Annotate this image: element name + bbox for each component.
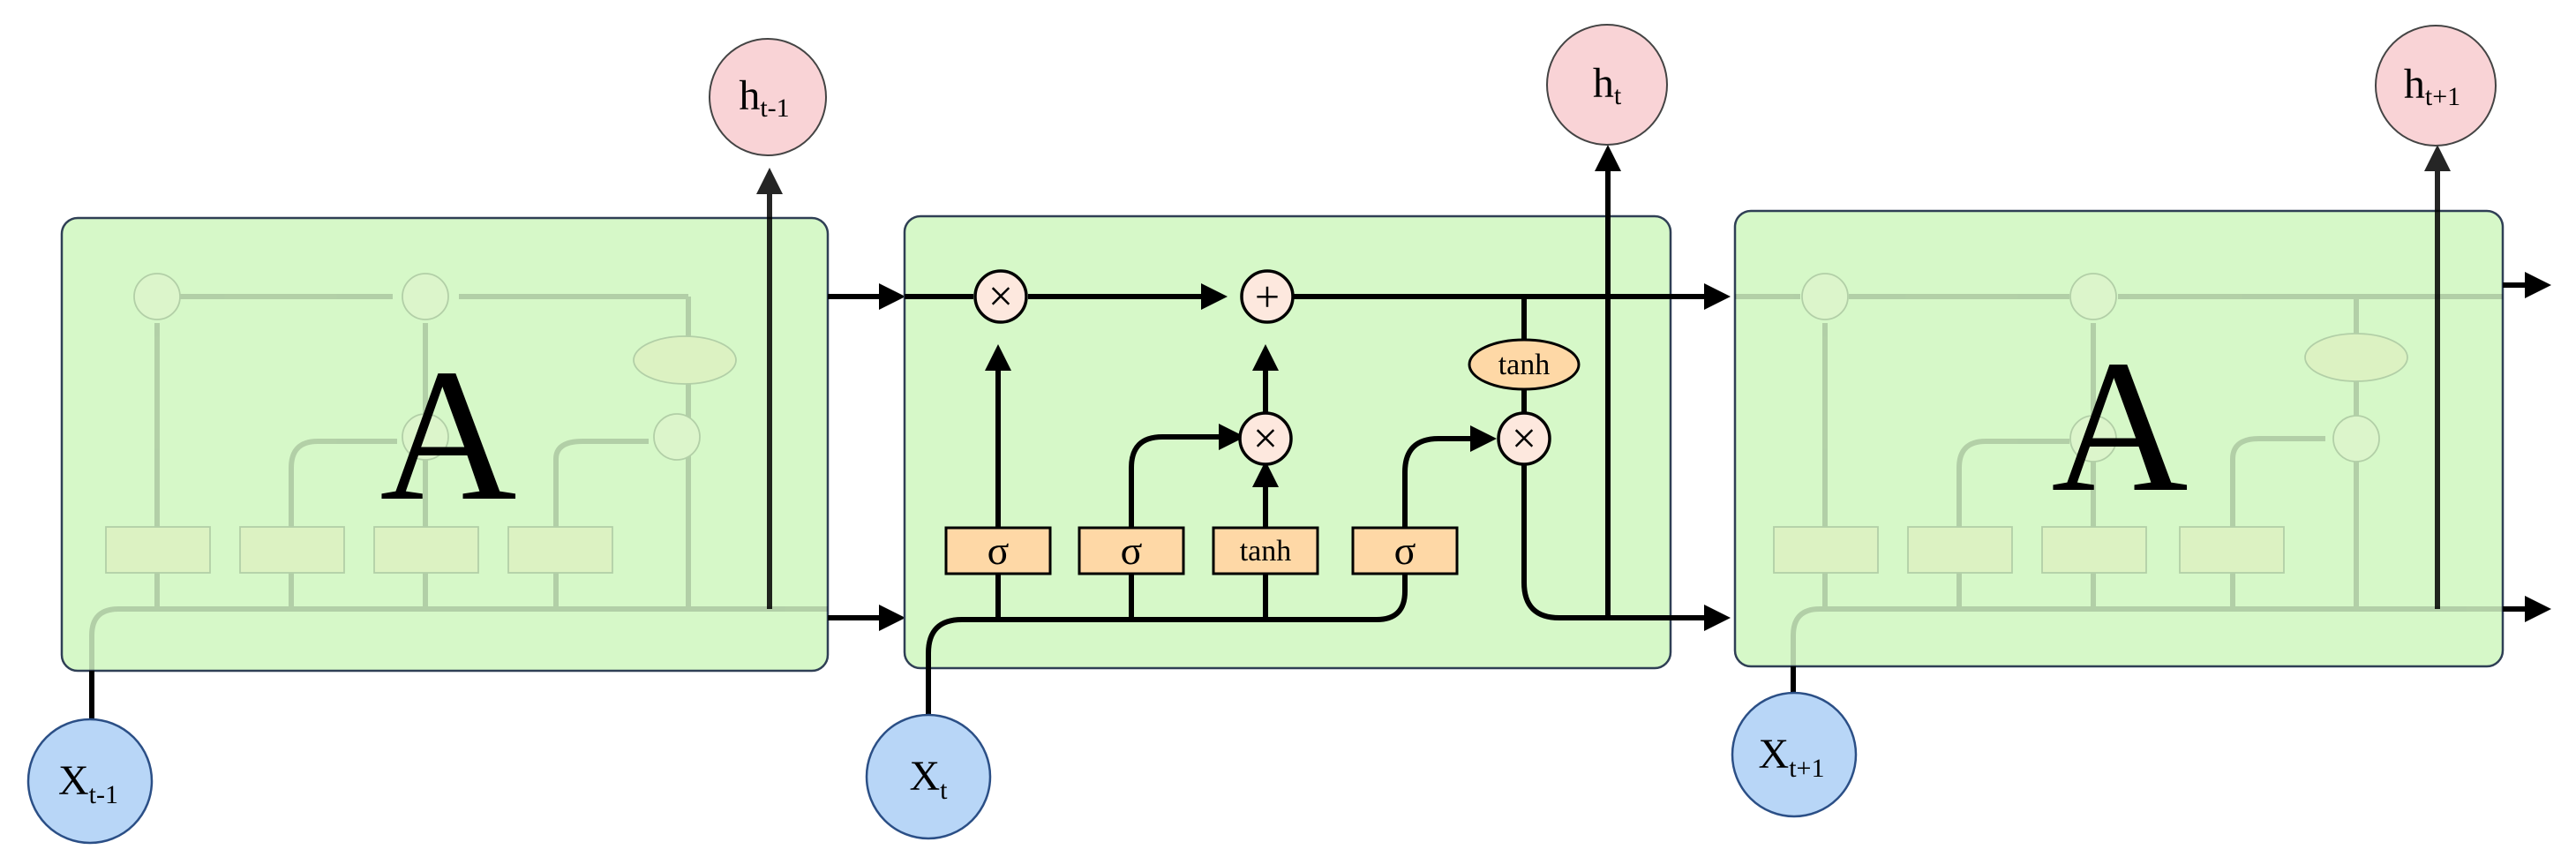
svg-text:×: × [1512,413,1536,462]
input-node-curr: Xt [865,713,992,840]
svg-text:Xt+1: Xt+1 [1759,731,1825,783]
svg-text:×: × [988,271,1013,320]
cell-box-left [60,216,830,673]
svg-text:ht-1: ht-1 [739,72,789,123]
svg-text:σ: σ [1394,528,1416,573]
output-gate-up [1402,425,1497,528]
input-node-next: Xt+1 [1731,691,1858,818]
cell-box-right [1733,209,2505,668]
svg-text:Xt: Xt [909,753,948,805]
svg-text:×: × [1253,413,1278,462]
output-node-curr: ht [1546,24,1668,146]
forget-multiply-op: × [973,269,1028,324]
cell-left-internals [89,273,828,671]
cell-letter-left: A [379,329,516,540]
input-node-prev: Xt-1 [26,718,154,845]
hidden-state-out-wire [1521,463,1731,631]
svg-text:+: + [1255,272,1280,321]
output-node-next: ht+1 [2375,25,2497,147]
output-gate: σ [1351,526,1459,575]
output-multiply-op: × [1497,411,1551,466]
output-node-prev: ht-1 [709,38,827,156]
input-bus-wire [926,574,1408,724]
svg-text:Xt-1: Xt-1 [58,757,118,809]
lstm-cell-center: × + × × tanh σ σ tanh [903,145,1731,724]
input-multiply-op: × [1238,411,1293,466]
input-gate-up [1129,424,1245,528]
svg-text:tanh: tanh [1498,349,1551,381]
state-tanh-op: tanh [1468,338,1581,391]
svg-text:tanh: tanh [1240,535,1292,568]
svg-text:σ: σ [988,528,1010,573]
candidate-gate: tanh [1212,526,1319,575]
cell-add-op: + [1240,269,1295,324]
svg-text:σ: σ [1121,528,1143,573]
lstm-cell-left: A [60,168,830,673]
svg-text:ht: ht [1593,60,1622,110]
cell-right-internals [1735,273,2503,693]
svg-text:ht+1: ht+1 [2404,61,2460,111]
forget-gate: σ [944,526,1052,575]
input-gate: σ [1078,526,1185,575]
lstm-cell-right: A [1733,145,2505,693]
cell-letter-right: A [2051,320,2188,531]
